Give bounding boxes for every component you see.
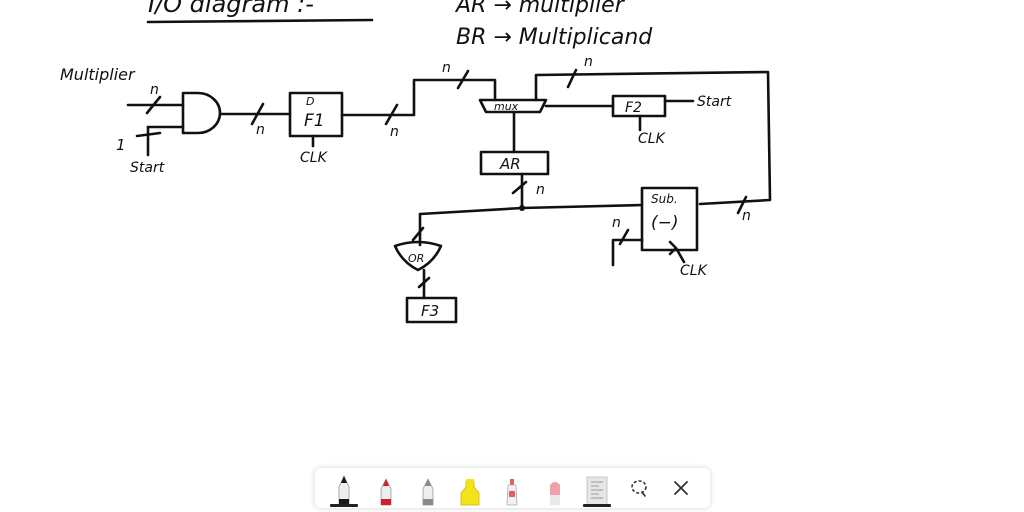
close-button[interactable]	[665, 469, 697, 507]
highlighter-icon	[460, 479, 480, 506]
bus-slash	[384, 103, 399, 126]
minus-label: (−)	[651, 213, 679, 233]
f1-to-mux	[340, 78, 497, 117]
ar-box	[479, 150, 550, 176]
pen-red-tool[interactable]	[370, 469, 402, 507]
bus-slash	[618, 228, 630, 246]
single-bit-tick	[135, 131, 162, 138]
ar-branch-bus	[418, 203, 644, 216]
ruler-icon	[586, 476, 608, 506]
sub-clk-line	[668, 240, 686, 264]
multiplier-label: Multiplier	[60, 65, 136, 84]
one-label: 1	[116, 136, 126, 154]
bus-slash	[511, 180, 528, 195]
f1-clk-label: CLK	[300, 150, 329, 166]
n-label-top: n	[442, 60, 451, 76]
diagram-title: I/O diagram :-	[148, 0, 314, 18]
start-label-left: Start	[130, 160, 165, 176]
marker-red-tool[interactable]	[496, 469, 528, 507]
bus-slash	[145, 95, 162, 115]
n-label-f1: n	[390, 124, 399, 140]
lasso-icon	[631, 480, 647, 497]
n-label-sub-input: n	[612, 215, 621, 231]
n-label-input: n	[150, 82, 159, 98]
ar-label: AR	[499, 155, 521, 173]
sub-clk-label: CLK	[680, 263, 709, 279]
pen-black-tool[interactable]	[328, 469, 360, 507]
f1-d-label: D	[306, 95, 314, 108]
mux-block	[478, 98, 548, 114]
pen-icon	[338, 475, 350, 506]
or-label: OR	[408, 252, 424, 265]
or-gate	[393, 240, 443, 272]
highlighter-yellow-tool[interactable]	[454, 469, 486, 507]
bus-slash	[566, 68, 578, 89]
start-label-f2: Start	[697, 94, 732, 110]
f3-box	[405, 296, 458, 324]
eraser-icon	[549, 482, 560, 505]
marker-icon	[507, 479, 518, 506]
bus-slash	[417, 276, 431, 289]
sub-input-line	[611, 238, 644, 267]
feedback-bus	[534, 70, 772, 206]
n-label-ar: n	[536, 182, 545, 198]
and-gate	[181, 91, 222, 135]
n-label-sub: n	[742, 208, 751, 224]
subtractor-box	[640, 186, 699, 252]
pen-icon	[422, 478, 434, 506]
pen-gray-tool[interactable]	[412, 469, 444, 507]
bus-slash	[411, 226, 425, 242]
mux-label: mux	[494, 100, 519, 113]
f2-label: F2	[625, 100, 642, 116]
ruler-tool[interactable]	[581, 469, 613, 507]
drawing-toolbar	[315, 468, 710, 508]
close-icon	[674, 481, 688, 495]
note-br: BR → Multiplicand	[456, 25, 653, 50]
n-label-and: n	[256, 122, 265, 138]
f1-label: F1	[304, 111, 325, 131]
eraser-tool[interactable]	[539, 469, 571, 507]
f3-label: F3	[421, 302, 439, 320]
n-label-feedback: n	[584, 54, 593, 70]
bus-slash	[736, 195, 748, 215]
title-underline	[146, 18, 374, 24]
sub-label: Sub.	[651, 192, 678, 206]
pen-icon	[380, 478, 392, 506]
lasso-tool[interactable]	[623, 469, 655, 507]
f2-clk-label: CLK	[638, 131, 667, 147]
note-ar: AR → multiplier	[454, 0, 626, 18]
bus-slash	[250, 102, 265, 126]
bus-slash	[456, 69, 470, 90]
